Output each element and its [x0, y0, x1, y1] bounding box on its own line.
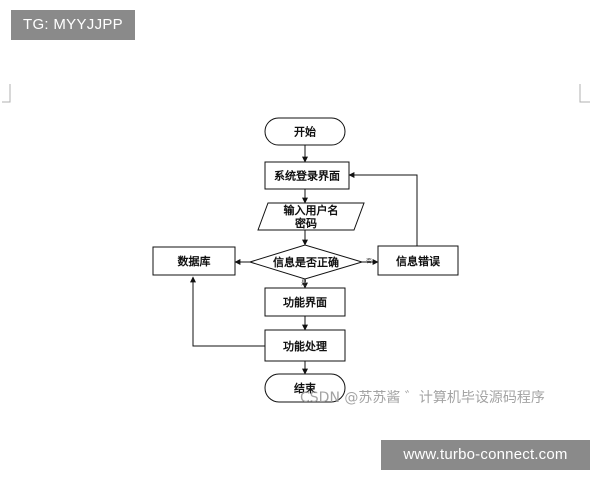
node-database: 数据库	[152, 246, 236, 276]
node-error: 信息错误	[377, 245, 459, 276]
node-decision: 信息是否正确	[248, 244, 364, 280]
edge-error-login	[348, 172, 418, 246]
no-label: 否	[366, 258, 372, 265]
node-function-ui-label: 功能界面	[283, 295, 327, 309]
node-start: 开始	[264, 117, 346, 146]
node-decision-label: 信息是否正确	[273, 255, 339, 269]
node-function-ui: 功能界面	[264, 287, 346, 317]
node-input-label-line2: 密码	[295, 216, 317, 230]
node-end: 结束	[264, 373, 346, 403]
node-error-label: 信息错误	[396, 254, 441, 268]
edge-proc-database	[190, 276, 265, 347]
node-database-label: 数据库	[178, 254, 211, 268]
node-function-proc: 功能处理	[264, 329, 346, 362]
page-corner-marks	[2, 84, 590, 103]
connectors	[190, 145, 418, 375]
yes-label: 是	[301, 280, 307, 287]
node-input: 输入用户名 密码	[257, 202, 365, 231]
site-banner: www.turbo-connect.com	[381, 440, 590, 470]
node-end-label: 结束	[293, 381, 317, 395]
node-start-label: 开始	[294, 125, 316, 139]
node-input-label-line1: 输入用户名	[284, 203, 339, 217]
tg-tag: TG: MYYJJPP	[11, 10, 135, 40]
node-function-proc-label: 功能处理	[283, 339, 327, 353]
node-login-label: 系统登录界面	[274, 169, 340, 183]
node-login: 系统登录界面	[264, 161, 350, 190]
csdn-watermark: CSDN @苏苏酱 ゛计算机毕设源码程序	[300, 390, 545, 406]
